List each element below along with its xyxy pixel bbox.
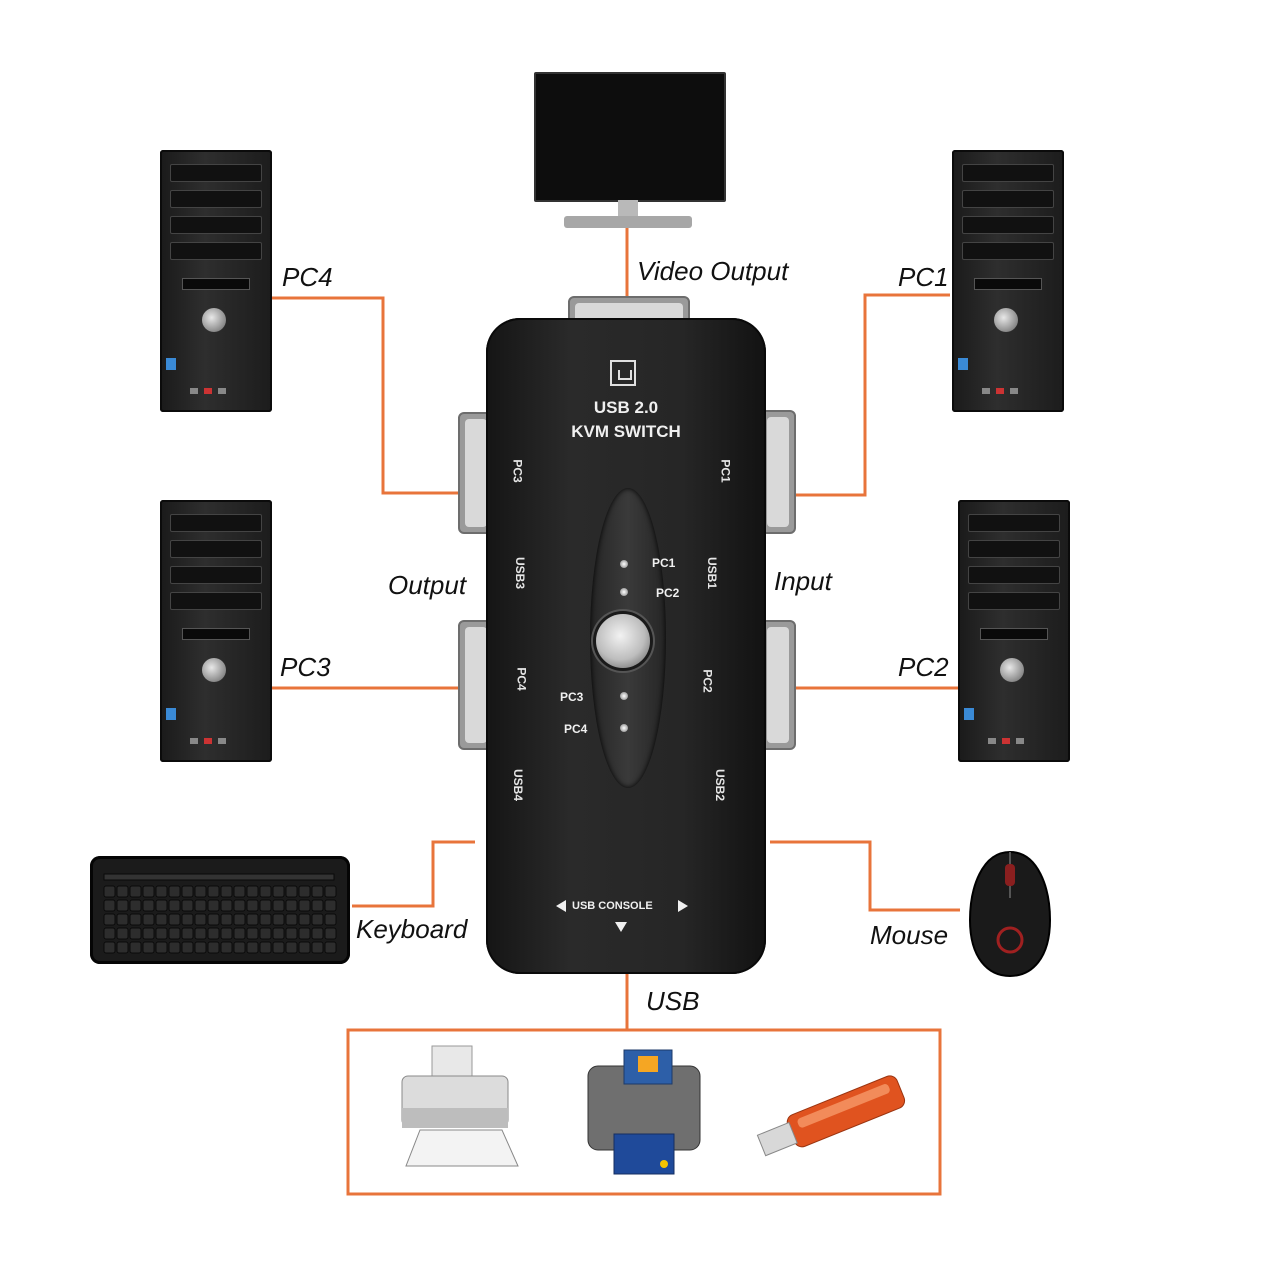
led-pc2 — [620, 588, 628, 596]
console-right-arrow-icon — [678, 900, 688, 912]
pc3-tower — [160, 500, 272, 762]
usb-devices-box — [346, 1028, 942, 1196]
label-keyboard: Keyboard — [356, 914, 468, 944]
pc4-tower — [160, 150, 272, 412]
port-label-usb1: USB1 — [705, 556, 720, 590]
pc2-tower — [958, 500, 1070, 762]
pc1-tower — [952, 150, 1064, 412]
port-label-usb3: USB3 — [513, 556, 528, 590]
console-left-arrow-icon — [556, 900, 566, 912]
device-title-line2: KVM SWITCH — [571, 422, 681, 441]
indicator-pc2: PC2 — [656, 586, 680, 600]
port-label-pc4: PC4 — [514, 667, 529, 691]
select-button[interactable] — [596, 614, 650, 668]
label-mouse: Mouse — [870, 920, 949, 950]
scanner-printer-icon — [392, 1044, 522, 1172]
label-output: Output — [388, 570, 467, 600]
label-usb: USB — [646, 986, 700, 1016]
indicator-pc1: PC1 — [652, 556, 676, 570]
inkjet-printer-icon — [584, 1046, 704, 1176]
console-label: USB CONSOLE — [572, 900, 653, 912]
port-label-usb4: USB4 — [511, 768, 526, 802]
label-pc1: PC1 — [898, 262, 949, 292]
keyboard-keys — [103, 873, 337, 954]
keyboard — [90, 856, 350, 964]
port-label-usb2: USB2 — [713, 768, 728, 802]
console-down-arrow-icon — [615, 922, 627, 932]
indicator-pc3: PC3 — [560, 690, 584, 704]
monitor-stand — [618, 200, 638, 218]
led-pc3 — [620, 692, 628, 700]
port-label-pc3: PC3 — [510, 459, 525, 483]
usb-b-port-icon — [610, 360, 636, 386]
led-pc4 — [620, 724, 628, 732]
usb-flash-drive-icon — [752, 1072, 912, 1162]
label-input: Input — [774, 566, 832, 596]
kvm-switch-body: USB 2.0 KVM SWITCH PC3 USB3 PC4 USB4 PC1… — [486, 318, 766, 974]
wire-pc4 — [272, 296, 458, 495]
wire-keyboard — [352, 840, 475, 908]
label-video-output: Video Output — [637, 256, 789, 286]
indicator-pc4: PC4 — [564, 722, 588, 736]
vga-pc1-connector — [760, 410, 796, 534]
label-pc4: PC4 — [282, 262, 333, 292]
port-label-pc2: PC2 — [700, 669, 715, 693]
led-pc1 — [620, 560, 628, 568]
port-label-pc1: PC1 — [718, 459, 733, 483]
monitor-base — [564, 216, 692, 228]
label-pc3: PC3 — [280, 652, 331, 682]
label-pc2: PC2 — [898, 652, 949, 682]
monitor — [534, 72, 726, 230]
wire-mouse — [770, 840, 960, 912]
device-title-line1: USB 2.0 — [593, 398, 659, 417]
mouse — [962, 848, 1058, 980]
monitor-screen — [534, 72, 726, 202]
wire-pc1 — [790, 293, 950, 497]
